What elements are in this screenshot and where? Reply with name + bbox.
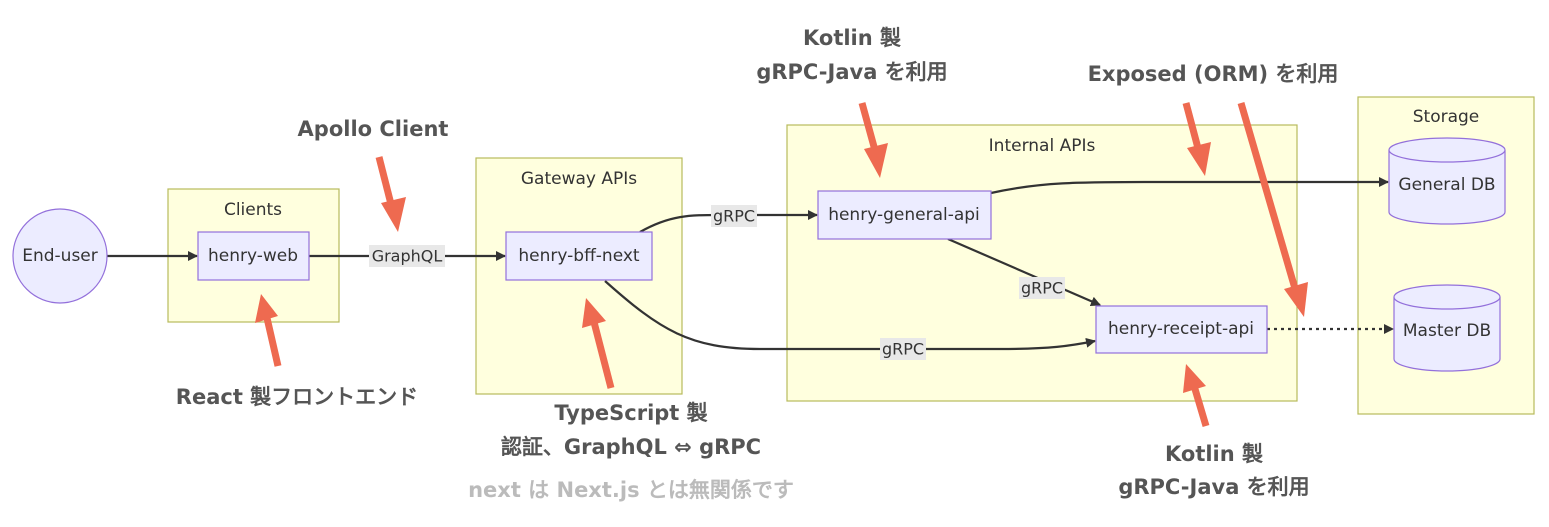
node-henry-general-api: henry-general-api bbox=[817, 190, 992, 240]
edge-label-grpc-bff-general: gRPC bbox=[711, 205, 757, 227]
annotation-arrow-exposed-general bbox=[1182, 102, 1211, 176]
svg-text:General DB: General DB bbox=[1398, 175, 1495, 195]
svg-text:Master DB: Master DB bbox=[1403, 321, 1491, 341]
svg-text:henry-bff-next: henry-bff-next bbox=[518, 246, 640, 266]
svg-text:End-user: End-user bbox=[22, 246, 98, 266]
edge-general-to-generaldb bbox=[990, 177, 1389, 195]
group-storage-label: Storage bbox=[1413, 107, 1480, 127]
svg-text:henry-general-api: henry-general-api bbox=[828, 205, 980, 225]
annotation-kotlin-receipt-line2: gRPC-Java を利用 bbox=[1118, 475, 1309, 499]
annotation-kotlin-general-line1: Kotlin 製 bbox=[803, 26, 901, 50]
annotation-arrow-exposed-master bbox=[1237, 102, 1308, 317]
svg-text:gRPC: gRPC bbox=[882, 340, 924, 359]
annotation-arrow-apollo bbox=[375, 156, 406, 232]
edge-label-grpc-bff-receipt: gRPC bbox=[880, 338, 926, 360]
node-master-db: Master DB bbox=[1393, 284, 1501, 372]
svg-text:gRPC: gRPC bbox=[1021, 279, 1063, 298]
annotation-arrow-react bbox=[255, 294, 282, 367]
edge-label-grpc-general-receipt: gRPC bbox=[1019, 277, 1065, 299]
annotation-arrow-kotlin-general bbox=[858, 102, 888, 178]
edge-general-to-receipt bbox=[947, 237, 1101, 307]
group-clients-label: Clients bbox=[224, 200, 282, 220]
node-henry-web: henry-web bbox=[197, 231, 310, 281]
annotation-kotlin-receipt-line1: Kotlin 製 bbox=[1165, 442, 1263, 466]
group-internal-label: Internal APIs bbox=[989, 136, 1096, 156]
annotation-react: React 製フロントエンド bbox=[176, 385, 418, 409]
node-end-user: End-user bbox=[12, 208, 108, 304]
node-henry-bff-next: henry-bff-next bbox=[505, 231, 653, 281]
svg-text:gRPC: gRPC bbox=[713, 207, 755, 226]
annotation-apollo: Apollo Client bbox=[298, 117, 449, 141]
annotation-typescript-line3: next は Next.js とは無関係です bbox=[468, 478, 794, 502]
node-henry-receipt-api: henry-receipt-api bbox=[1095, 305, 1268, 354]
node-general-db: General DB bbox=[1388, 137, 1506, 225]
edge-label-graphql: GraphQL bbox=[369, 245, 445, 267]
group-internal: Internal APIs bbox=[786, 124, 1298, 402]
annotation-kotlin-general-line2: gRPC-Java を利用 bbox=[756, 60, 947, 84]
annotation-exposed: Exposed (ORM) を利用 bbox=[1088, 62, 1339, 86]
group-gateway-label: Gateway APIs bbox=[521, 169, 637, 189]
edge-bff-to-receipt bbox=[604, 280, 1096, 351]
svg-text:henry-receipt-api: henry-receipt-api bbox=[1108, 319, 1254, 339]
svg-text:henry-web: henry-web bbox=[208, 246, 298, 266]
annotation-arrow-kotlin-receipt bbox=[1183, 364, 1210, 427]
annotation-typescript-line1: TypeScript 製 bbox=[554, 401, 707, 425]
annotation-typescript-line2: 認証、GraphQL ⇔ gRPC bbox=[501, 435, 761, 459]
svg-text:GraphQL: GraphQL bbox=[372, 247, 443, 266]
annotation-arrow-typescript bbox=[582, 298, 615, 389]
